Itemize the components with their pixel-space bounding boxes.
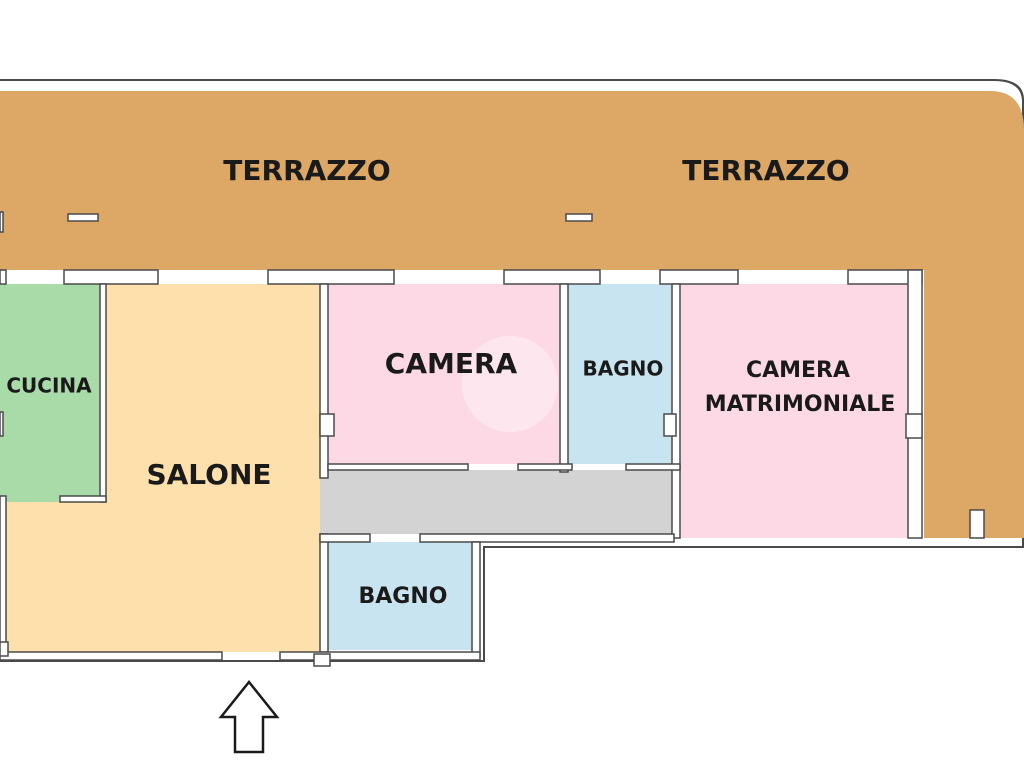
terrace-area: [0, 91, 1024, 538]
label-living: SALONE: [146, 458, 271, 491]
kitchen-area: [0, 284, 100, 502]
master-bedroom-area: [680, 284, 908, 538]
label-terrace-left: TERRAZZO: [223, 154, 390, 187]
label-terrace-right: TERRAZZO: [682, 154, 849, 187]
label-master-line1: CAMERA: [746, 358, 850, 383]
label-kitchen: CUCINA: [6, 374, 92, 398]
label-bath-upper: BAGNO: [583, 357, 664, 381]
label-master-line2: MATRIMONIALE: [705, 392, 896, 417]
corridor-area: [320, 470, 674, 534]
label-bath-lower: BAGNO: [359, 584, 448, 609]
bedroom-area: [328, 284, 560, 464]
bath-lower-area: [328, 542, 472, 650]
living-area: [6, 284, 320, 652]
up-arrow-icon: [218, 679, 280, 754]
watermark-logo: [462, 336, 558, 432]
bath-upper-area: [568, 284, 672, 464]
label-bedroom: CAMERA: [385, 347, 518, 380]
interior-walls: [0, 211, 985, 667]
